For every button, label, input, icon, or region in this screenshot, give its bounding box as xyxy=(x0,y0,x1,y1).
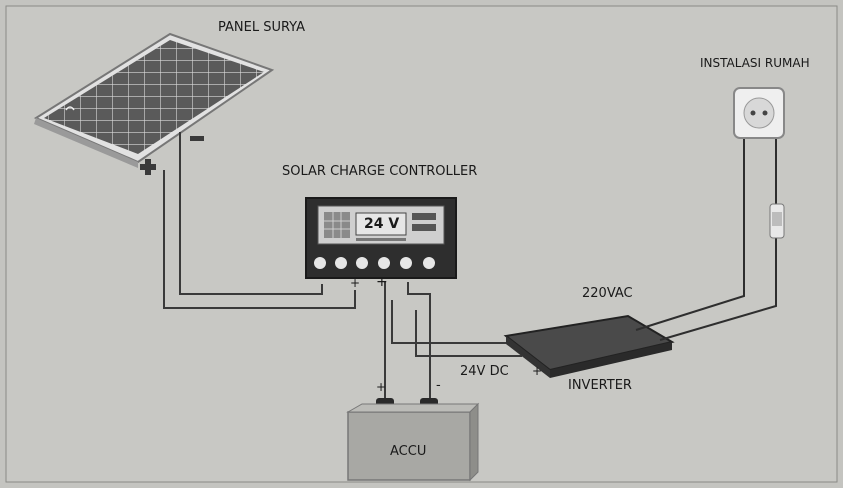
battery-label: ACCU xyxy=(390,444,427,459)
panel-wires xyxy=(163,132,356,309)
panel-surya-label: PANEL SURYA xyxy=(218,20,306,35)
display-readout: 24 V xyxy=(364,216,400,232)
inverter-label: INVERTER xyxy=(568,378,632,393)
power-socket xyxy=(733,87,785,139)
controller-plus-label-2: + xyxy=(376,274,388,290)
solar-charge-controller xyxy=(305,197,457,279)
dc-voltage-label: 24V DC xyxy=(460,364,509,379)
controller-plus-label: + xyxy=(350,276,361,290)
inverter-plus-label: + xyxy=(532,364,543,378)
house-label: INSTALASI RUMAH xyxy=(700,56,810,70)
inverter xyxy=(503,314,675,378)
ac-wires xyxy=(635,120,784,341)
fuse xyxy=(769,203,785,239)
battery-plus-label: + xyxy=(376,380,387,394)
solar-panel xyxy=(33,32,275,168)
ac-voltage-label: 220VAC xyxy=(582,286,633,301)
controller-label: SOLAR CHARGE CONTROLLER xyxy=(282,164,478,179)
battery xyxy=(346,398,480,482)
battery-wires xyxy=(384,282,431,404)
battery-minus-label: - xyxy=(436,378,441,393)
panel-minus-symbol xyxy=(190,136,204,141)
inverter-wires xyxy=(391,300,522,357)
panel-plus-symbol xyxy=(140,159,156,175)
